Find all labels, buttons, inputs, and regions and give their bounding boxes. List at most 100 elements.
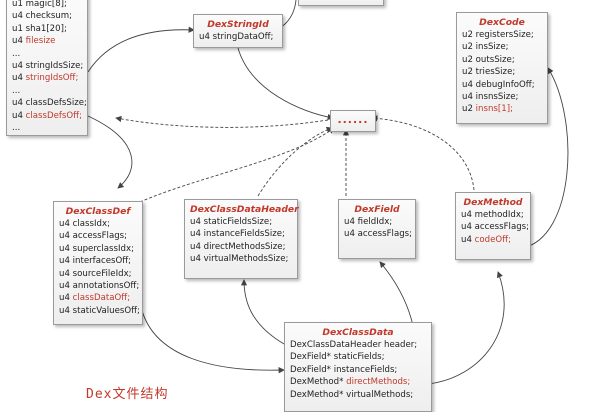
field-name: annotationsOff; (72, 281, 140, 292)
field-type: u4 (462, 79, 473, 90)
field-name: outsSize; (475, 54, 515, 65)
dex-method-title: DexMethod (463, 197, 523, 208)
dex-method-fields: u4 methodIdx;u4 accessFlags;u4 codeOff; (461, 209, 529, 246)
field-row: u4 virtualMethodsSize; (190, 253, 292, 265)
field-row: u4 debugInfoOff; (462, 79, 542, 91)
field-row: DexClassDataHeader header; (290, 339, 426, 351)
field-row: u4 accessFlags; (461, 221, 529, 233)
dex-code-title: DexCode (479, 17, 525, 28)
field-type: DexMethod* (290, 377, 344, 388)
field-name: insSize; (475, 42, 509, 53)
field-row: ... (12, 85, 82, 97)
dex-class-data-box: DexClassData DexClassDataHeader header;D… (284, 322, 432, 412)
top-partial-box (298, 0, 384, 6)
arrow-classdefsoff-to-classdef (87, 115, 133, 189)
field-type: u2 (462, 67, 473, 78)
dashed-dots-to-header (115, 115, 329, 128)
field-row: u4 classDefsSize; (12, 97, 87, 109)
field-name: insnsSize; (475, 92, 519, 103)
dex-class-data-header-fields: u4 staticFieldsSize;u4 instanceFieldsSiz… (190, 216, 292, 266)
field-type: u4 (59, 231, 70, 242)
dashed-classdef-to-dots (139, 127, 335, 203)
field-type: u4 (59, 305, 70, 316)
field-name: ... (12, 85, 21, 96)
field-name: header; (384, 340, 418, 350)
field-row: u2 outsSize; (462, 54, 542, 66)
field-name: instanceFields; (333, 364, 398, 375)
field-type: u4 (190, 217, 201, 227)
field-name: virtualMethods; (346, 389, 414, 400)
field-row: u4 fieldIdx; (344, 216, 410, 228)
field-type: u4 (12, 36, 23, 47)
field-row: u4 staticValuesOff; (59, 305, 140, 317)
field-type: u4 (461, 210, 472, 220)
field-name: codeOff; (474, 234, 511, 245)
field-name: checksum; (25, 11, 73, 22)
field-name: staticFields; (333, 352, 385, 363)
field-type: DexField* (290, 364, 331, 375)
field-type: u4 (461, 222, 472, 233)
field-row: u4 staticFieldsSize; (190, 216, 292, 228)
field-type: u4 (190, 241, 201, 252)
field-row: DexMethod* virtualMethods; (290, 389, 426, 401)
diagram-caption: Dex文件结构 (86, 387, 169, 402)
field-type: u4 (12, 61, 23, 72)
dashed-header-to-dots (257, 126, 333, 197)
dex-field-title: DexField (354, 204, 400, 215)
field-type: u4 (190, 229, 201, 240)
field-type: u4 (12, 98, 23, 109)
field-row: u2 triesSize; (462, 66, 542, 78)
field-name: superclassIdx; (72, 243, 134, 254)
field-row: u4 methodIdx; (461, 209, 525, 221)
field-name: interfacesOff; (72, 256, 132, 267)
connector-arrows (87, 0, 569, 385)
field-row: u2 insns[1]; (462, 103, 542, 115)
field-row: u4 checksum; (12, 10, 82, 22)
dex-code-fields: u2 registersSize;u2 insSize;u2 outsSize;… (462, 29, 542, 116)
field-name: accessFlags; (72, 231, 128, 242)
arrow-classdataoff-to-classdata (139, 301, 285, 374)
dex-method-box: DexMethod u4 methodIdx;u4 accessFlags;u4… (455, 192, 531, 260)
field-name: classIdx; (72, 219, 110, 229)
field-row: u4 classDataOff; (59, 292, 137, 304)
field-row: ... (12, 48, 82, 60)
field-name: fieldIdx; (357, 217, 393, 227)
field-row: u1 sha1[20]; (12, 23, 82, 35)
arrow-stringidsoff-to-stringid (87, 26, 195, 73)
field-type: DexClassDataHeader (290, 340, 382, 350)
dex-class-data-header-title: DexClassDataHeader (190, 204, 299, 215)
field-type: u4 (12, 110, 23, 121)
field-name: accessFlags; (474, 222, 530, 233)
field-name: staticValuesOff; (72, 305, 140, 316)
dex-string-id-fields: u4 stringDataOff; (199, 31, 277, 43)
field-row: u4 classDefsOff; (12, 110, 82, 122)
field-row: u2 registersSize; (462, 29, 542, 41)
field-name: methodIdx; (474, 210, 524, 220)
field-type: DexField* (290, 352, 331, 363)
field-name: sourceFileIdx; (72, 268, 132, 279)
field-type: u1 (12, 23, 23, 34)
dex-class-data-title: DexClassData (322, 327, 394, 338)
field-row: DexField* instanceFields; (290, 364, 426, 376)
field-name: sha1[20]; (25, 23, 67, 34)
dex-class-data-fields: DexClassDataHeader header;DexField* stat… (290, 339, 426, 401)
field-row: u2 insSize; (462, 41, 542, 53)
field-type: u2 (462, 104, 473, 115)
field-type: u1 (12, 0, 23, 9)
dex-string-id-box: DexStringId u4 stringDataOff; (193, 14, 283, 48)
dex-header-box: u1 magic[8];u4 checksum;u1 sha1[20];u4 f… (6, 0, 88, 136)
arrow-header-to-classdataheader (240, 279, 285, 345)
field-name: classDefsSize; (25, 98, 87, 109)
field-name: staticFieldsSize; (203, 217, 273, 227)
field-row: u4 insnsSize; (462, 91, 542, 103)
field-row: u4 filesize (12, 35, 82, 47)
field-row: u4 accessFlags; (344, 228, 412, 240)
header-fields: u1 magic[8];u4 checksum;u1 sha1[20];u4 f… (12, 0, 87, 134)
field-name: stringIdsOff; (25, 73, 79, 84)
ellipsis-text: ...... (337, 113, 369, 126)
field-type: u4 (344, 217, 355, 227)
field-type: u4 (59, 268, 70, 279)
field-name: registersSize; (475, 30, 534, 40)
field-name: ... (12, 48, 21, 59)
arrow-codeoff-to-code (521, 67, 569, 249)
